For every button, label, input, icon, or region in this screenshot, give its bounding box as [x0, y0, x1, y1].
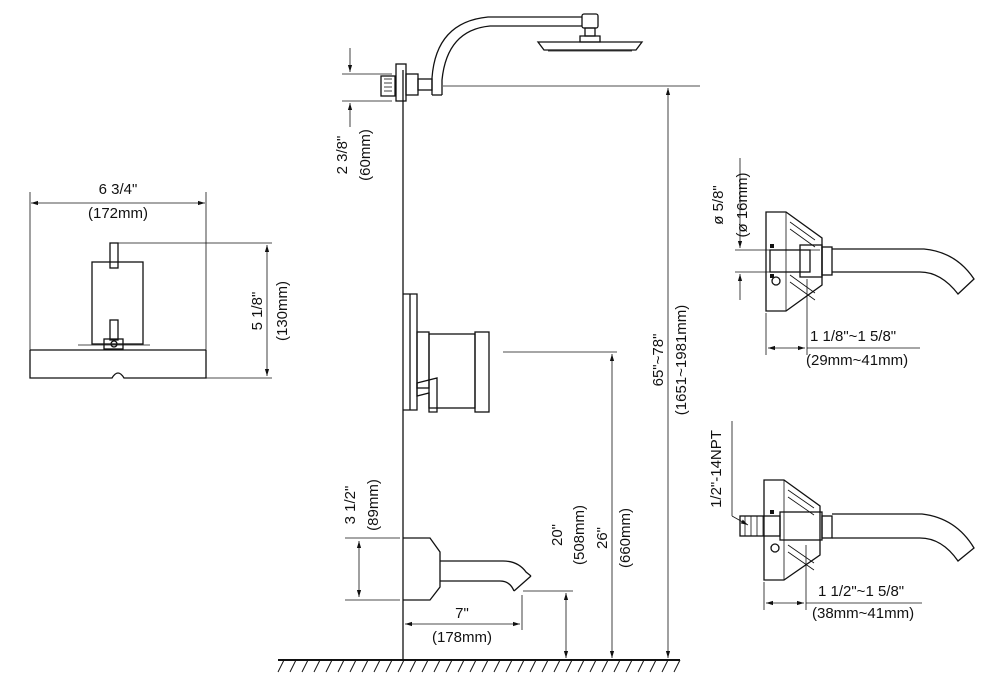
valve-height-label: 26" — [594, 527, 611, 549]
wall-assembly — [277, 70, 681, 673]
valve-handle-body — [428, 333, 476, 409]
shower-head-assembly — [342, 13, 700, 102]
head-height-mm-label: (1651~1981mm) — [673, 305, 690, 415]
shower-head — [536, 41, 644, 51]
npt-range-label: 1 1/2"~1 5/8" — [818, 583, 904, 600]
arm-offset-label: 2 3/8" — [334, 136, 351, 175]
spout-reach-mm-label: (178mm) — [432, 629, 492, 646]
valve-trim-side-view — [403, 293, 617, 413]
shower-flange — [395, 63, 407, 102]
valve-handle-cap — [474, 331, 490, 413]
slip-range-label: 1 1/8"~1 5/8" — [810, 328, 896, 345]
npt-range-mm-label: (38mm~41mm) — [812, 605, 914, 622]
valve-height-mm-label: (660mm) — [617, 508, 634, 568]
npt-thread-label: 1/2"-14NPT — [708, 430, 725, 508]
tub-spout-bottom-curve — [440, 580, 515, 592]
spout-body-height-label: 3 1/2" — [342, 486, 359, 525]
floor-hatch — [277, 659, 681, 673]
trim-height-mm-label: (130mm) — [274, 281, 291, 341]
tub-spout-body — [403, 537, 441, 601]
spout-body-height-mm-label: (89mm) — [365, 479, 382, 531]
pipe-diameter-mm-label: (ø 16mm) — [734, 173, 751, 238]
npt-spout-detail — [731, 421, 975, 610]
trim-plate-view — [29, 192, 272, 379]
npt-spout-curve — [832, 513, 975, 562]
spout-housing-section — [765, 211, 823, 312]
tub-spout-side-view — [345, 537, 573, 601]
tub-spout-top-curve — [440, 560, 532, 577]
slip-fit-spout-detail — [735, 158, 975, 355]
spout-curve — [832, 248, 975, 295]
trim-height-label: 5 1/8" — [249, 292, 266, 331]
spout-height-label: 20" — [549, 524, 566, 546]
trim-width-mm-label: (172mm) — [88, 205, 148, 222]
spout-height-mm-label: (508mm) — [571, 505, 588, 565]
cartridge-stem — [109, 319, 119, 341]
shower-arm — [431, 16, 582, 95]
spout-reach-label: 7" — [455, 605, 469, 622]
npt-set-screw — [770, 543, 780, 553]
trim-plate-outline — [29, 350, 207, 379]
arm-offset-mm-label: (60mm) — [357, 129, 374, 181]
retaining-nut — [103, 338, 124, 350]
trim-width-label: 6 3/4" — [99, 181, 138, 198]
slip-range-mm-label: (29mm~41mm) — [806, 352, 908, 369]
pipe-diameter-label: ø 5/8" — [710, 185, 727, 225]
threaded-nipple — [739, 515, 781, 537]
arm-supply-nipple — [380, 75, 396, 97]
diverter-lever — [416, 377, 438, 413]
copper-pipe — [769, 249, 811, 273]
set-screw — [771, 276, 781, 286]
head-height-label: 65"~78" — [650, 334, 667, 387]
handle-lever — [109, 242, 119, 269]
npt-spout-housing-section — [763, 479, 821, 581]
